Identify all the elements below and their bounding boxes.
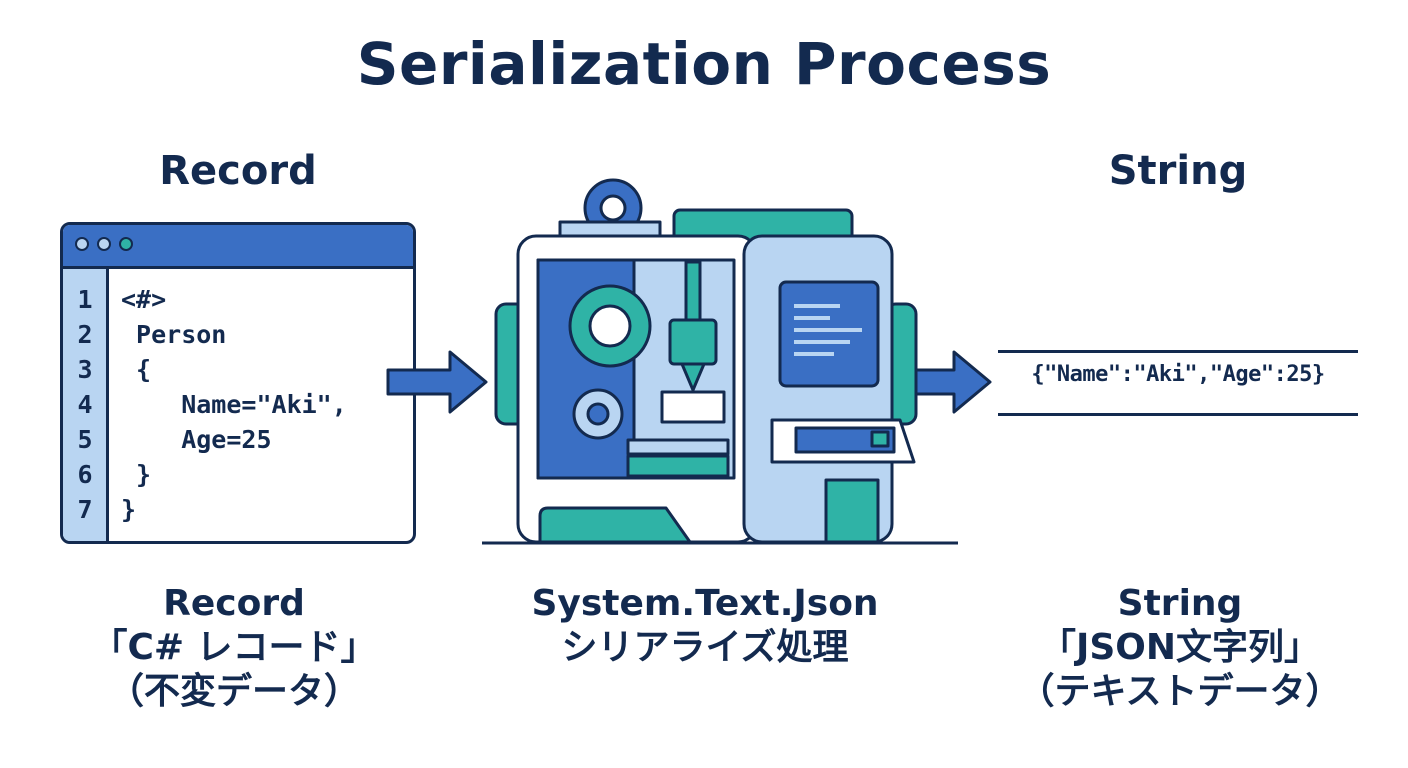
gear-icon bbox=[572, 388, 624, 440]
caption-line: 「C# レコード」 bbox=[91, 627, 377, 668]
caption-line: Record bbox=[163, 583, 305, 624]
caption-line: （テキストデータ） bbox=[1018, 671, 1342, 712]
record-caption: Record 「C# レコード」 （不変データ） bbox=[64, 582, 404, 714]
json-string-box bbox=[998, 350, 1358, 416]
machine-icon bbox=[482, 178, 958, 545]
code-line: { bbox=[121, 355, 152, 384]
json-string: {"Name":"Aki","Age":25} bbox=[1031, 362, 1325, 387]
caption-line: String bbox=[1117, 583, 1243, 624]
line-number: 7 bbox=[77, 495, 93, 524]
code-line: Age=25 bbox=[121, 425, 272, 454]
code-line: Person bbox=[121, 320, 227, 349]
line-number: 2 bbox=[77, 320, 93, 349]
caption-line: System.Text.Json bbox=[531, 583, 879, 624]
line-number: 3 bbox=[77, 355, 93, 384]
window-dot-icon bbox=[119, 237, 133, 251]
window-title-bar bbox=[63, 225, 413, 269]
line-number: 4 bbox=[77, 390, 93, 419]
code-line: Name="Aki", bbox=[121, 390, 347, 419]
window-dot-icon bbox=[97, 237, 111, 251]
caption-line: （不変データ） bbox=[107, 671, 360, 712]
diagram-title: Serialization Process bbox=[356, 30, 1052, 98]
string-caption: String 「JSON文字列」 （テキストデータ） bbox=[1000, 582, 1360, 714]
line-number: 5 bbox=[77, 425, 93, 454]
string-heading: String bbox=[1108, 148, 1248, 194]
line-number: 6 bbox=[77, 460, 93, 489]
window-dots-icon bbox=[75, 237, 89, 251]
code-line: } bbox=[121, 460, 152, 489]
serializer-caption: System.Text.Json シリアライズ処理 bbox=[500, 582, 910, 670]
arrow-right-icon bbox=[386, 350, 488, 414]
caption-line: シリアライズ処理 bbox=[561, 627, 849, 668]
record-heading: Record bbox=[159, 148, 317, 194]
gear-icon bbox=[568, 284, 652, 368]
code-line: <#> bbox=[121, 285, 167, 314]
line-number-gutter bbox=[63, 269, 109, 541]
line-number: 1 bbox=[77, 285, 93, 314]
code-line: } bbox=[121, 495, 137, 524]
caption-line: 「JSON文字列」 bbox=[1039, 627, 1321, 668]
